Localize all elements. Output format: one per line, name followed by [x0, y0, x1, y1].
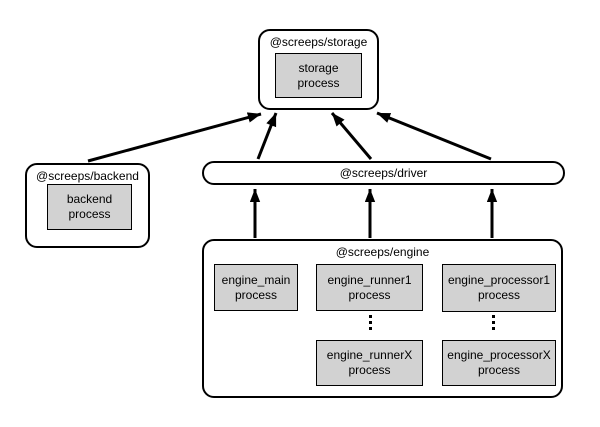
arrow-driver-to-storage-mid [330, 112, 373, 160]
group-title-engine: @screeps/engine [335, 245, 430, 259]
process-box-engine-runner1: engine_runner1 process [316, 264, 423, 311]
process-box-engine-processor1: engine_processor1 process [442, 264, 556, 312]
process-box-storage: storage process [275, 53, 362, 98]
arrow-driver-to-storage-right [376, 111, 492, 161]
process-box-engine-main: engine_main process [214, 264, 298, 311]
arrow-driver-to-storage-left [256, 112, 278, 160]
vertical-ellipsis-processor-icon [491, 315, 495, 330]
group-title-backend: @screeps/backend [36, 169, 139, 183]
group-title-storage: @screeps/storage [269, 35, 368, 49]
process-box-engine-runnerX: engine_runnerX process [316, 340, 423, 386]
group-title-driver: @screeps/driver [339, 166, 428, 180]
vertical-ellipsis-runner-icon [368, 315, 372, 330]
group-box-driver: @screeps/driver [202, 161, 565, 185]
process-box-backend: backend process [47, 184, 132, 230]
arrow-backend-to-storage [87, 112, 262, 163]
process-box-engine-processorX: engine_processorX process [442, 340, 556, 386]
